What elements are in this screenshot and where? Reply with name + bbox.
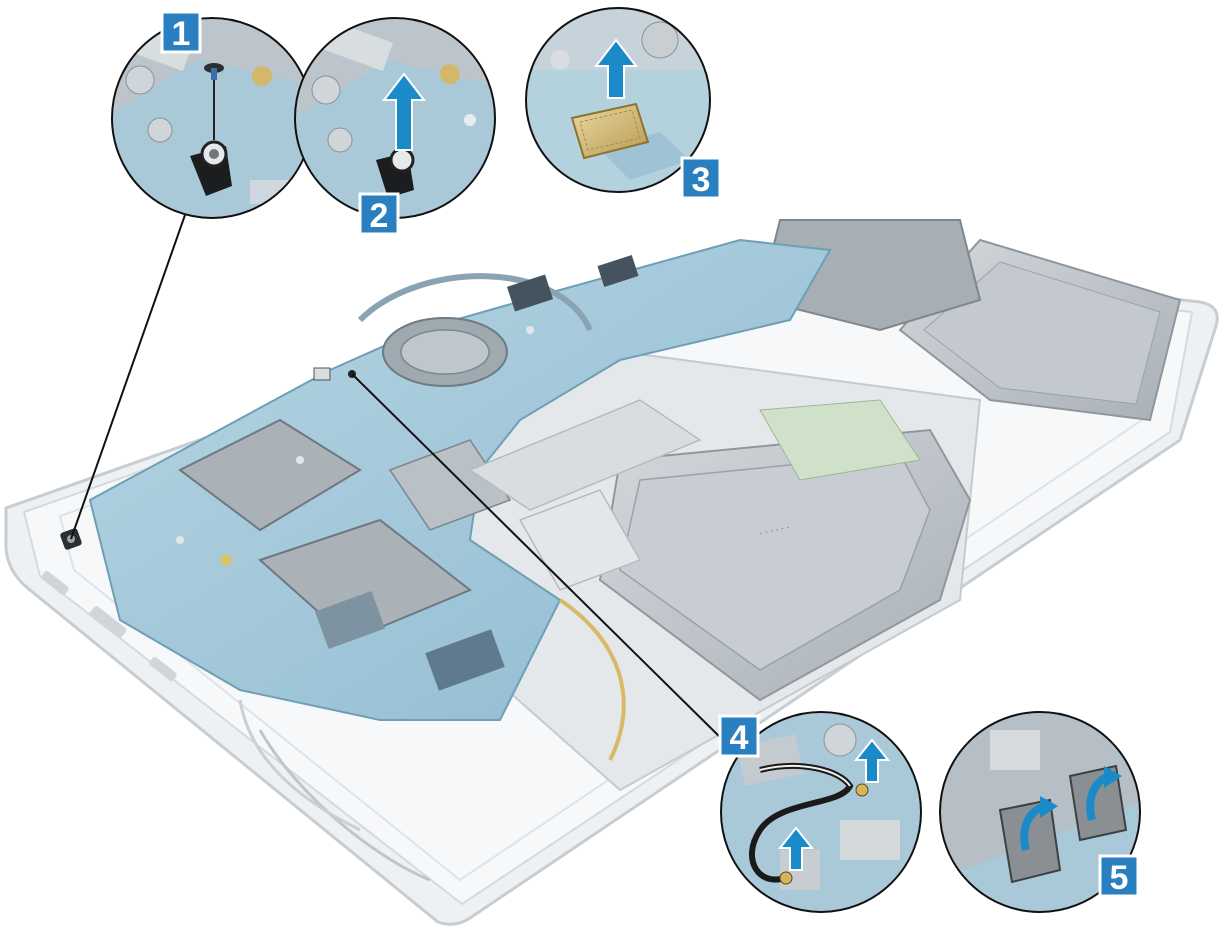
leader-lines bbox=[70, 214, 729, 746]
step-badge-5: 5 bbox=[1098, 854, 1140, 898]
step-number-3: 3 bbox=[692, 161, 711, 199]
tape-icon bbox=[998, 764, 1128, 884]
antenna-connector-icon bbox=[779, 783, 869, 885]
step-badge-2: 2 bbox=[358, 192, 400, 236]
leader-line-1 bbox=[70, 214, 186, 540]
callout-circle-1 bbox=[111, 17, 313, 219]
step-badge-1: 1 bbox=[160, 10, 202, 54]
ribbon-cables bbox=[238, 399, 702, 882]
step-number-1: 1 bbox=[172, 15, 191, 53]
shield-icon bbox=[570, 102, 650, 160]
step-number-2: 2 bbox=[370, 197, 389, 235]
step-number-5: 5 bbox=[1110, 859, 1129, 897]
leader-line-4 bbox=[351, 373, 729, 746]
lift-arrow-icon bbox=[593, 38, 639, 99]
step-badge-3: 3 bbox=[680, 156, 722, 200]
callout-circle-5 bbox=[939, 711, 1141, 913]
lift-arrow-icon bbox=[381, 72, 427, 151]
screw-icon bbox=[204, 63, 224, 80]
callout-circle-2 bbox=[294, 17, 496, 219]
step-badge-4: 4 bbox=[718, 714, 760, 758]
step-number-4: 4 bbox=[730, 719, 749, 757]
